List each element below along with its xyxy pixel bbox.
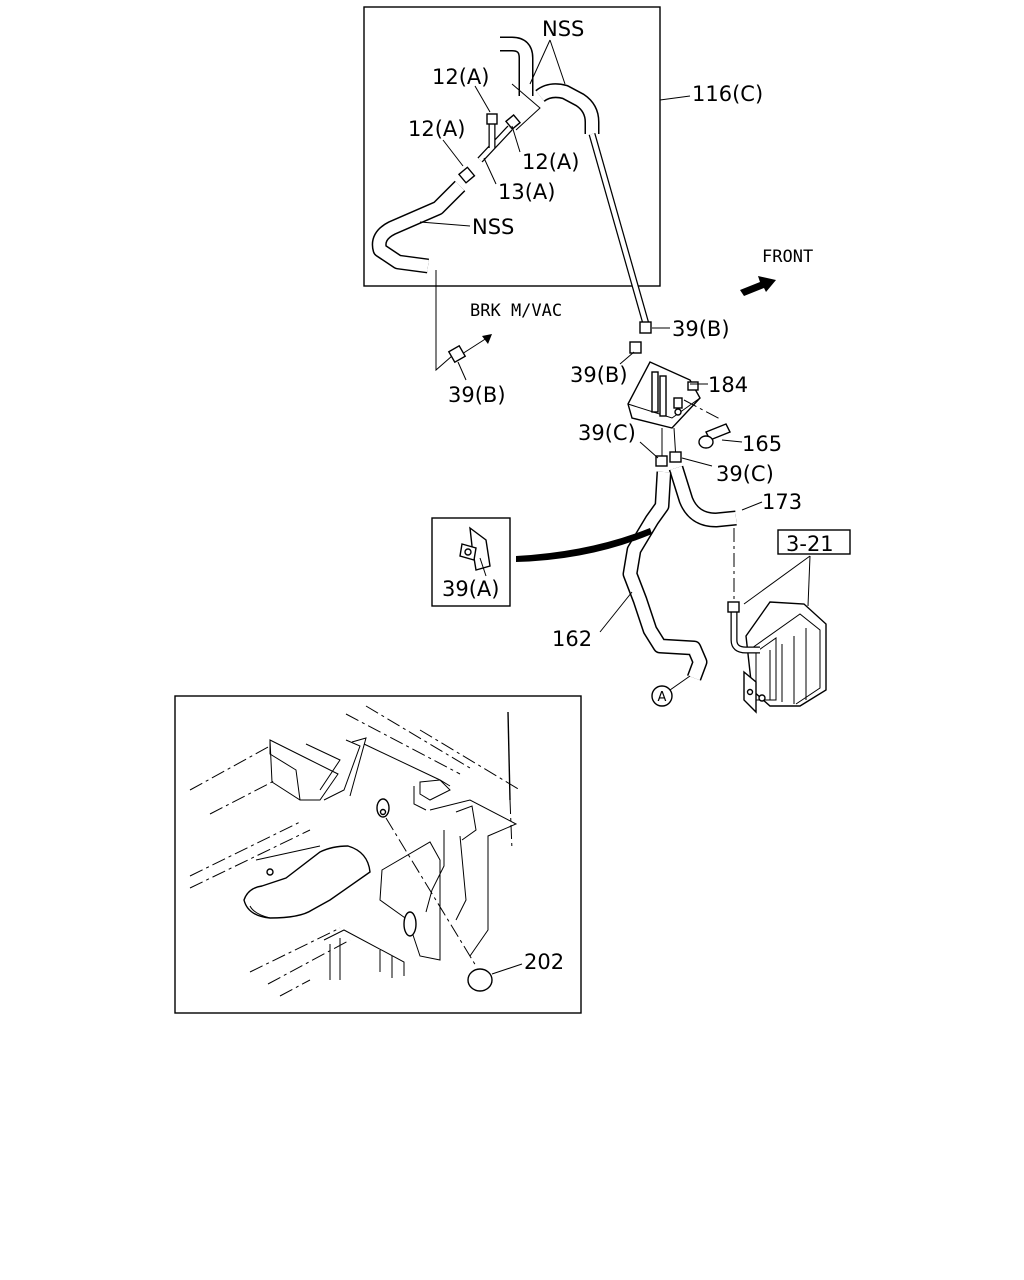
hose-162 (622, 471, 708, 681)
canister-port-clamp (727, 601, 740, 613)
leader-39c-left (639, 441, 659, 459)
bottom-inset-box (174, 695, 582, 1014)
label-39b-lower: 39(B) (448, 383, 506, 407)
leader-3-21-a (743, 555, 811, 605)
plug-202 (467, 968, 493, 992)
label-3-21: 3-21 (786, 532, 834, 556)
leader-12a-top (474, 85, 491, 113)
line-to-brk (435, 270, 453, 372)
label-nss-top: NSS (542, 17, 584, 41)
leader-circle-a (669, 675, 691, 691)
bolt-dash-line (683, 399, 723, 421)
nss-hose-mid (371, 180, 466, 274)
leader-202 (491, 963, 523, 975)
label-39b-right: 39(B) (672, 317, 730, 341)
label-12a-right: 12(A) (522, 150, 579, 174)
clamp-12a-top (486, 113, 498, 125)
canister (730, 601, 827, 714)
label-173: 173 (762, 490, 802, 514)
bracket-line (511, 83, 541, 131)
leader-39b-lower (457, 361, 467, 381)
hose-173 (668, 465, 737, 528)
leader-12a-right (511, 125, 521, 153)
leader-162 (599, 591, 633, 633)
tee-connector-13a (477, 124, 513, 163)
clamp-39b-right (639, 321, 652, 334)
label-39b-left: 39(B) (570, 363, 628, 387)
label-184: 184 (708, 373, 748, 397)
clamp-12a-left (457, 166, 476, 184)
leader-173 (741, 501, 763, 511)
clamp-39b-left (629, 341, 642, 354)
bolt-165 (698, 423, 731, 449)
clamp-39c-left (655, 455, 668, 467)
leader-nss-top-a (529, 39, 551, 85)
label-nss-mid: NSS (472, 215, 514, 239)
callout-39a-wedge (516, 528, 652, 562)
label-brk-mvac: BRK M/VAC (470, 301, 562, 321)
label-116c: 116(C) (692, 82, 763, 106)
top-inset-box (363, 6, 661, 287)
label-circle-a: A (658, 690, 667, 705)
leader-13a (483, 157, 497, 185)
arrow-brk-head (482, 334, 492, 344)
floor-panel-drawing (189, 705, 521, 997)
label-39c-right: 39(C) (716, 462, 774, 486)
dash-plug-line (385, 817, 477, 967)
leader-39c-right (681, 457, 713, 467)
leader-3-21-b (807, 555, 811, 607)
leader-39b-left (619, 351, 635, 365)
label-165: 165 (742, 432, 782, 456)
circle-a-marker (651, 685, 673, 707)
nss-hose-top (500, 36, 600, 134)
label-12a-top: 12(A) (432, 65, 489, 89)
label-39c-left: 39(C) (578, 421, 636, 445)
clamp-12a-right (504, 113, 522, 131)
ref-3-21-box (777, 529, 851, 555)
label-162: 162 (552, 627, 592, 651)
front-arrow-icon (740, 276, 776, 296)
pipe-116c (588, 133, 650, 325)
label-13a: 13(A) (498, 180, 555, 204)
leader-116c (659, 95, 691, 101)
leader-nss-mid (419, 221, 471, 227)
clamp-39c-right (669, 451, 682, 463)
label-front: FRONT (762, 247, 813, 267)
clamp-39b-lower (447, 344, 467, 364)
leader-12a-left (442, 139, 464, 167)
label-12a-left: 12(A) (408, 117, 465, 141)
label-202: 202 (524, 950, 564, 974)
leader-nss-top-b (549, 39, 566, 85)
leader-165 (721, 439, 743, 443)
inset-39a-box (431, 517, 511, 607)
label-39a: 39(A) (442, 577, 499, 601)
valve-184 (627, 361, 701, 429)
